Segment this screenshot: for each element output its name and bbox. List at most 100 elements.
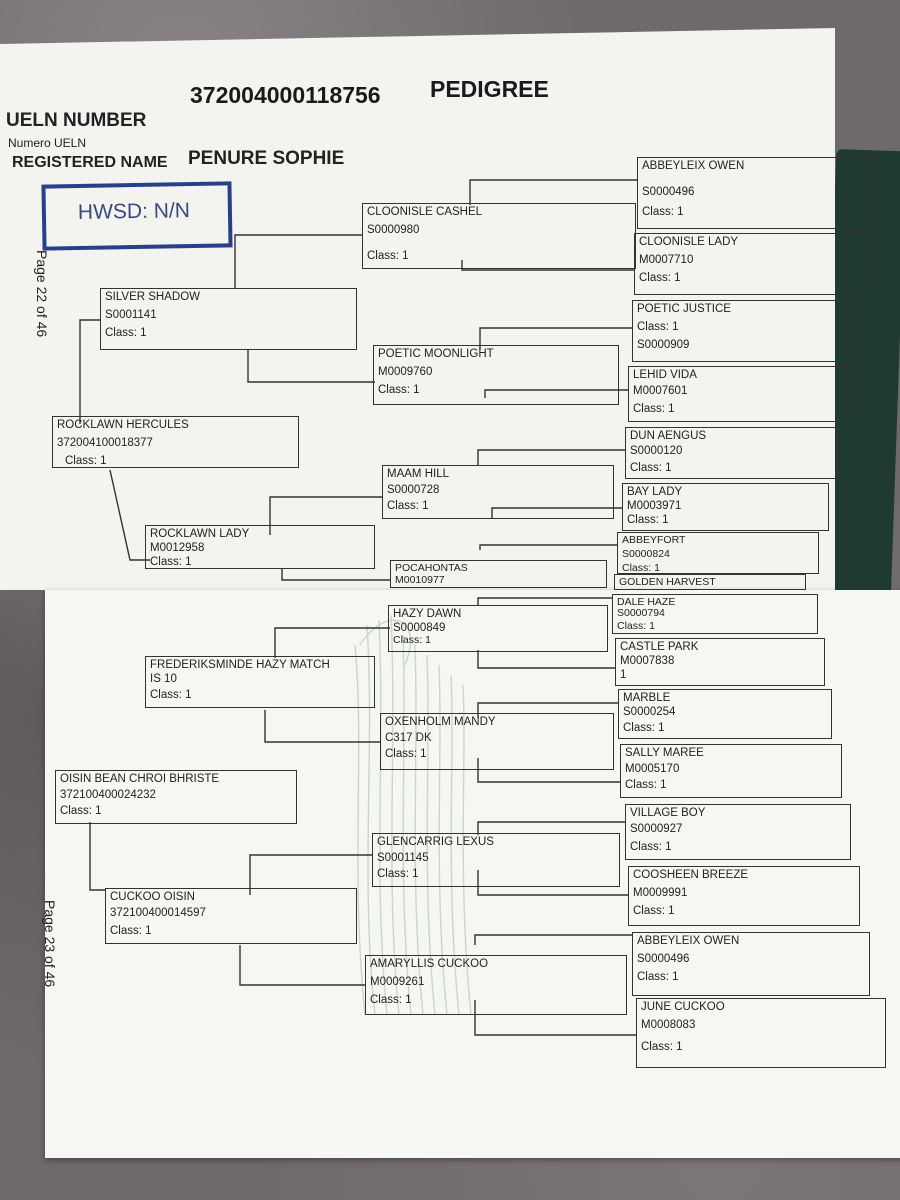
horse-name: POETIC JUSTICE bbox=[637, 303, 731, 315]
horse-reg: M0005170 bbox=[625, 763, 680, 775]
horse-class: Class: 1 bbox=[378, 384, 420, 396]
horse-name: MAAM HILL bbox=[387, 468, 449, 480]
horse-name: ROCKLAWN HERCULES bbox=[57, 419, 189, 431]
horse-reg: M0003971 bbox=[627, 500, 682, 512]
horse-name: VILLAGE BOY bbox=[630, 807, 706, 819]
horse-reg: 372100400014597 bbox=[110, 907, 206, 919]
horse-class: Class: 1 bbox=[630, 841, 672, 853]
horse-class: Class: 1 bbox=[377, 868, 419, 880]
g4-box-1: ABBEYLEIX OWEN S0000496 Class: 1 bbox=[637, 157, 879, 229]
horse-reg: S0000496 bbox=[642, 186, 695, 198]
horse-name: ABBEYLEIX OWEN bbox=[637, 935, 740, 947]
horse-name: OISIN BEAN CHROI BHRISTE bbox=[60, 773, 220, 785]
g3-box-6: OXENHOLM MANDY C317 DK Class: 1 bbox=[380, 713, 614, 770]
hwsd-stamp-text: HWSD: N/N bbox=[77, 199, 191, 225]
horse-name: GLENCARRIG LEXUS bbox=[377, 836, 494, 848]
horse-name: ABBEYLEIX OWEN bbox=[642, 160, 745, 172]
dam-sire-box: FREDERIKSMINDE HAZY MATCH IS 10 Class: 1 bbox=[145, 656, 375, 708]
horse-name: HAZY DAWN bbox=[393, 608, 462, 620]
horse-reg: S0000824 bbox=[622, 548, 670, 560]
horse-class: Class: 1 bbox=[105, 327, 147, 339]
horse-class: Class: 1 bbox=[60, 805, 102, 817]
ueln-number-value: 372004000118756 bbox=[190, 82, 381, 108]
horse-name: SILVER SHADOW bbox=[105, 291, 200, 303]
pedigree-page-23 bbox=[45, 590, 900, 1158]
horse-reg: S0001141 bbox=[105, 309, 157, 321]
horse-reg: S0000728 bbox=[387, 484, 440, 496]
horse-name: CLOONISLE LADY bbox=[639, 236, 739, 248]
horse-reg: M0007710 bbox=[639, 254, 694, 266]
horse-class: Class: 1 bbox=[639, 272, 681, 284]
g4-box-6: BAY LADY M0003971 Class: 1 bbox=[622, 483, 829, 531]
hwsd-stamp: HWSD: N/N bbox=[41, 181, 233, 251]
g3-box-4: POCAHONTAS M0010977 bbox=[390, 560, 607, 588]
g4-box-16: JUNE CUCKOO M0008083 Class: 1 bbox=[636, 998, 886, 1068]
ueln-label: UELN NUMBER bbox=[6, 110, 147, 131]
g3-box-1: CLOONISLE CASHEL S0000980 Class: 1 bbox=[362, 203, 636, 269]
horse-name: OXENHOLM MANDY bbox=[385, 716, 496, 728]
g4-box-11: MARBLE S0000254 Class: 1 bbox=[618, 689, 832, 739]
g4-box-3: POETIC JUSTICE Class: 1 S0000909 bbox=[632, 300, 859, 362]
horse-class: Class: 1 bbox=[641, 1041, 683, 1053]
sire-dam-box: ROCKLAWN LADY M0012958 Class: 1 bbox=[145, 525, 375, 569]
horse-name: CUCKOO OISIN bbox=[110, 891, 195, 903]
horse-reg: S0000927 bbox=[630, 823, 683, 835]
horse-class: Class: 1 bbox=[622, 562, 660, 574]
horse-class: Class: 1 bbox=[110, 925, 152, 937]
horse-reg: S0001145 bbox=[377, 852, 429, 864]
horse-name: ROCKLAWN LADY bbox=[150, 528, 250, 540]
horse-name: DALE HAZE bbox=[617, 596, 676, 608]
sire-box: ROCKLAWN HERCULES 372004100018377 Class:… bbox=[52, 416, 299, 468]
horse-reg: M0009991 bbox=[633, 887, 688, 899]
horse-class: Class: 1 bbox=[150, 556, 192, 568]
horse-reg: 372004100018377 bbox=[57, 437, 153, 449]
horse-name: CLOONISLE CASHEL bbox=[367, 206, 483, 218]
horse-name: FREDERIKSMINDE HAZY MATCH bbox=[150, 659, 330, 671]
horse-name: BAY LADY bbox=[627, 486, 683, 498]
horse-class: Class: 1 bbox=[633, 905, 675, 917]
horse-class: Class: 1 bbox=[150, 689, 192, 701]
horse-class: Class: 1 bbox=[65, 455, 107, 467]
page-number-bottom: Page 23 of 46 bbox=[42, 900, 58, 988]
horse-reg: S0000909 bbox=[637, 339, 690, 351]
g3-box-3: MAAM HILL S0000728 Class: 1 bbox=[382, 465, 614, 519]
horse-class: 1 bbox=[620, 669, 627, 681]
horse-name: ABBEYFORT bbox=[622, 534, 686, 546]
page-number-top: Page 22 of 46 bbox=[34, 250, 50, 338]
horse-name: GOLDEN HARVEST bbox=[619, 576, 716, 588]
g3-box-2: POETIC MOONLIGHT M0009760 Class: 1 bbox=[373, 345, 619, 405]
horse-class: Class: 1 bbox=[387, 500, 429, 512]
horse-reg: C317 DK bbox=[385, 732, 432, 744]
horse-name: DUN AENGUS bbox=[630, 430, 707, 442]
horse-class: Class: 1 bbox=[385, 748, 427, 760]
horse-class: Class: 1 bbox=[642, 206, 684, 218]
horse-reg: S0000794 bbox=[617, 607, 665, 619]
horse-name: AMARYLLIS CUCKOO bbox=[370, 958, 489, 970]
g4-box-9: DALE HAZE S0000794 Class: 1 bbox=[612, 594, 818, 634]
horse-name: SALLY MAREE bbox=[625, 747, 704, 759]
registered-name-label: REGISTERED NAME bbox=[12, 154, 168, 171]
g4-box-2: CLOONISLE LADY M0007710 Class: 1 bbox=[634, 233, 868, 295]
horse-reg: M0008083 bbox=[641, 1019, 696, 1031]
horse-class: Class: 1 bbox=[637, 321, 679, 333]
horse-reg: S0000254 bbox=[623, 706, 676, 718]
horse-reg: M0007838 bbox=[620, 655, 675, 667]
g4-box-14: COOSHEEN BREEZE M0009991 Class: 1 bbox=[628, 866, 860, 926]
g4-box-12: SALLY MAREE M0005170 Class: 1 bbox=[620, 744, 842, 798]
horse-class: Class: 1 bbox=[637, 971, 679, 983]
horse-reg: M0007601 bbox=[633, 385, 688, 397]
g4-box-7: ABBEYFORT S0000824 Class: 1 bbox=[617, 532, 819, 574]
g4-box-15: ABBEYLEIX OWEN S0000496 Class: 1 bbox=[632, 932, 870, 996]
g3-box-7: GLENCARRIG LEXUS S0001145 Class: 1 bbox=[372, 833, 620, 887]
sire-sire-box: SILVER SHADOW S0001141 Class: 1 bbox=[100, 288, 357, 350]
g3-box-5: HAZY DAWN S0000849 Class: 1 bbox=[388, 605, 608, 652]
g4-box-4: LEHID VIDA M0007601 Class: 1 bbox=[628, 366, 850, 422]
horse-reg: S0000120 bbox=[630, 445, 683, 457]
horse-class: Class: 1 bbox=[625, 779, 667, 791]
horse-reg: M0009261 bbox=[370, 976, 425, 988]
horse-reg: S0000849 bbox=[393, 622, 446, 634]
horse-name: POCAHONTAS bbox=[395, 562, 468, 574]
g4-box-8: GOLDEN HARVEST bbox=[614, 574, 806, 590]
numero-ueln-label: Numero UELN bbox=[8, 136, 87, 150]
horse-class: Class: 1 bbox=[633, 403, 675, 415]
